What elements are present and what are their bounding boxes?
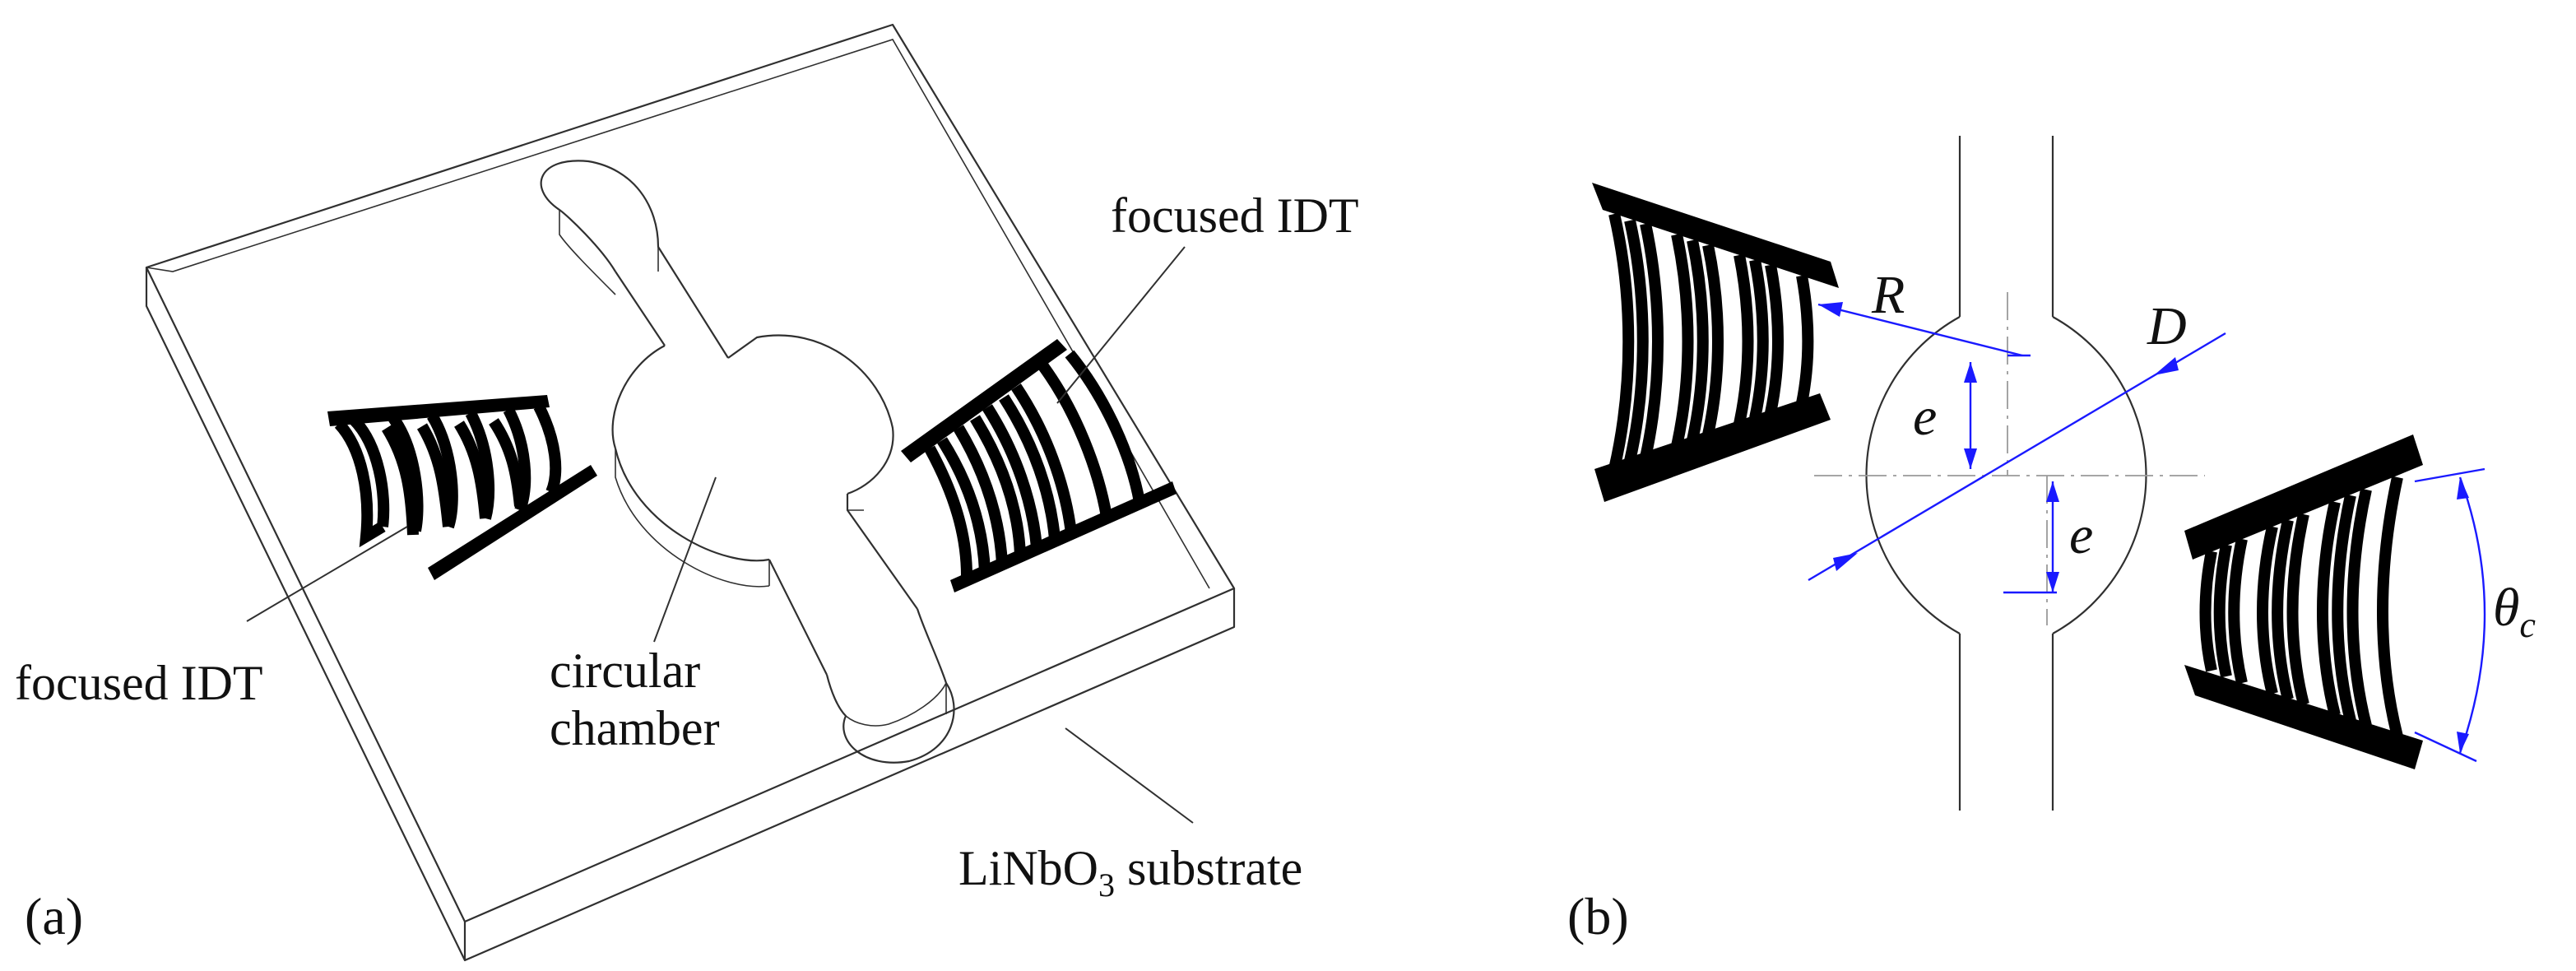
microchannel (540, 160, 955, 764)
label-chamber-line2: chamber (550, 701, 720, 755)
leader-substrate (1065, 727, 1194, 824)
symbol-R: R (1871, 265, 1905, 325)
label-focused-idt-top: focused IDT (1111, 188, 1359, 243)
channel-outline (1865, 136, 2147, 811)
panel-b-tag: (b) (1567, 887, 1629, 945)
dimension-lines (1808, 302, 2486, 763)
symbol-theta-c: θc (2493, 578, 2536, 645)
leader-chamber (653, 476, 717, 643)
symbol-e-bottom: e (2069, 505, 2093, 565)
focused-idt-left (327, 395, 597, 580)
label-focused-idt-left: focused IDT (15, 656, 263, 710)
label-chamber-line1: circular (550, 643, 700, 698)
symbol-e-top: e (1913, 387, 1937, 447)
panel-a-tag: (a) (25, 887, 83, 945)
panel-b: R D e e θc (b) (1567, 136, 2536, 945)
substrate (145, 23, 1236, 962)
idt-b-right (2184, 434, 2423, 769)
leader-idt-left (246, 526, 408, 622)
idt-b-left (1592, 183, 1839, 502)
symbol-D: D (2147, 296, 2187, 356)
focused-idt-right (901, 339, 1177, 592)
label-substrate: LiNbO3 substrate (958, 841, 1302, 904)
panel-a: focused IDT focused IDT circular chamber… (15, 23, 1359, 962)
leader-idt-top (1056, 246, 1186, 404)
